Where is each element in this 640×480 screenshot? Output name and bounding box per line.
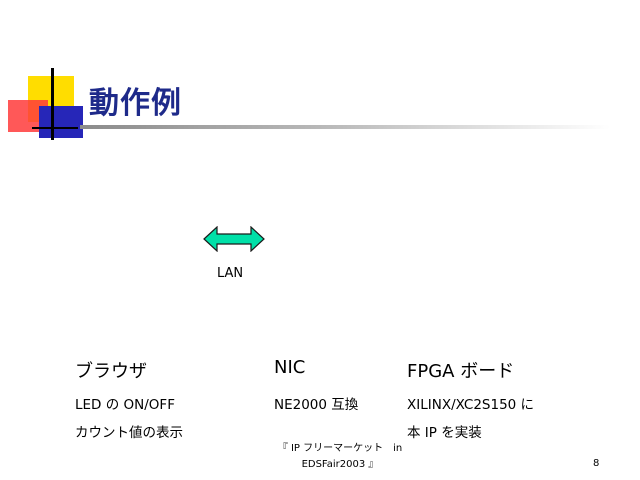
slide-title: 動作例 xyxy=(89,86,182,121)
logo-blue-square xyxy=(39,106,83,138)
fpga-heading: FPGA ボード xyxy=(407,361,515,382)
browser-item: LED の ON/OFF xyxy=(75,397,175,413)
title-divider xyxy=(80,125,610,129)
browser-heading: ブラウザ xyxy=(75,361,147,382)
page-number: 8 xyxy=(593,458,600,469)
nic-heading: NIC xyxy=(274,357,306,378)
lan-label: LAN xyxy=(217,266,244,281)
browser-item: カウント値の表示 xyxy=(75,425,183,441)
footer-line: 『 IP フリーマーケット in xyxy=(277,443,403,454)
nic-item: NE2000 互換 xyxy=(274,397,359,413)
fpga-item: 本 IP を実装 xyxy=(407,425,482,441)
fpga-item: XILINX/XC2S150 に xyxy=(407,397,535,413)
logo-vertical-line xyxy=(51,68,54,140)
double-arrow-icon xyxy=(203,226,265,252)
slide-footer: 『 IP フリーマーケット in EDSFair2003 』 xyxy=(240,441,440,473)
logo-horizontal-line xyxy=(32,127,78,129)
footer-line: EDSFair2003 』 xyxy=(301,459,379,470)
